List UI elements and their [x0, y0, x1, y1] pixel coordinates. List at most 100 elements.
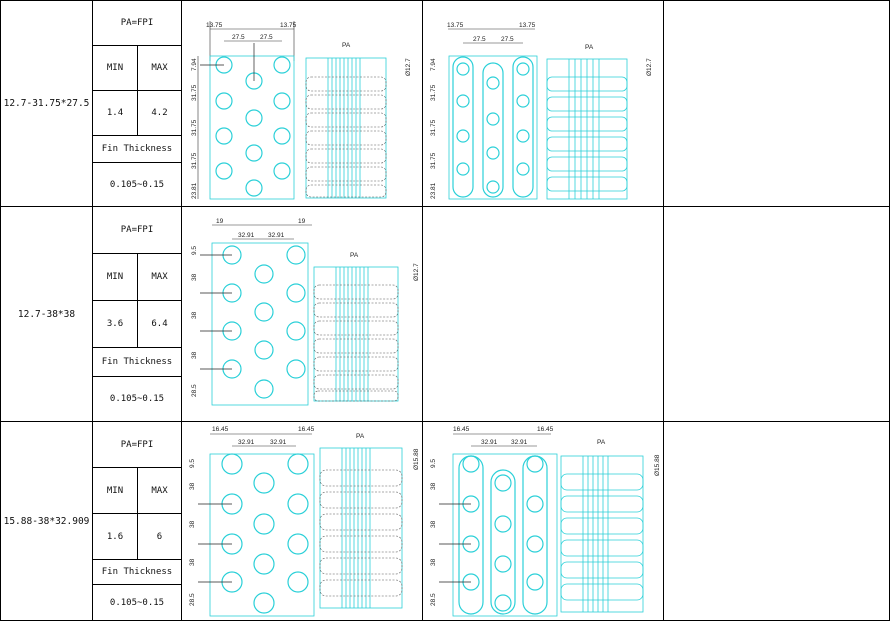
- pa-marker: PA: [356, 433, 365, 440]
- diameter-label: Ø15.88: [413, 448, 420, 470]
- dim-side-5: 28.5: [430, 593, 437, 606]
- min-value-text: 1.4: [106, 108, 124, 118]
- side-view-fins: [560, 455, 644, 613]
- dim-top-2: 32.91: [481, 439, 498, 446]
- tube-holes: [215, 56, 291, 197]
- max-value-text: 4.2: [151, 108, 168, 118]
- pa-fpi-label: PA=FPI: [92, 206, 182, 254]
- max-label-text: MAX: [151, 63, 168, 73]
- fin-thickness-value-text: 0.105~0.15: [109, 394, 165, 404]
- dim-side-5: 28.5: [189, 593, 196, 606]
- dim-top-4: 19: [298, 218, 306, 225]
- dim-top-2: 32.91: [238, 439, 255, 446]
- dim-top-4: 16.45: [537, 426, 554, 433]
- empty-cell-row-3: [663, 421, 890, 621]
- fin-drawing-collar-row-3: 16.45 32.91 32.91 16.45 9.5 38 38 38 28.…: [430, 426, 661, 617]
- dim-top-4: 16.45: [298, 426, 315, 433]
- fin-thickness-value: 0.105~0.15: [92, 584, 182, 621]
- dim-top-3: 27.5: [501, 36, 514, 43]
- side-view-fins: [313, 266, 399, 402]
- spec-cell-row-1: 12.7-31.75*27.5: [0, 0, 93, 207]
- dim-side-1: 9.5: [191, 246, 198, 255]
- dim-side-2: 31.75: [191, 84, 198, 101]
- diameter-label: Ø12.7: [405, 58, 412, 76]
- dim-top-3: 32.91: [270, 439, 287, 446]
- min-label: MIN: [92, 467, 138, 514]
- dim-side-4: 31.75: [191, 152, 198, 169]
- max-value-text: 6: [156, 531, 163, 542]
- spec-cell-row-2: 12.7-38*38: [0, 206, 93, 422]
- pa-fpi-label: PA=FPI: [92, 421, 182, 468]
- dim-side-2: 38: [430, 482, 437, 490]
- dim-side-2: 38: [189, 482, 196, 490]
- drawing-cell-row-2-flat: 19 32.91 32.91 19 9.5 38 38 38 28.5 PA: [181, 206, 423, 422]
- max-value-text: 6.4: [151, 319, 168, 329]
- dim-side-1: 9.5: [430, 459, 437, 468]
- fin-thickness-label: Fin Thickness: [92, 347, 182, 377]
- min-label: MIN: [92, 45, 138, 91]
- min-value-text: 3.6: [106, 319, 124, 329]
- dim-side-3: 38: [189, 520, 196, 528]
- diameter-label: Ø12.7: [646, 58, 653, 76]
- fin-drawing-flat-row-3: 16.45 32.91 32.91 16.45 9.5 38 38 38 28.…: [189, 426, 420, 617]
- fin-thickness-value-text: 0.105~0.15: [109, 179, 165, 190]
- empty-cell-row-2-collar: [422, 206, 664, 422]
- min-label: MIN: [92, 253, 138, 301]
- pa-marker: PA: [585, 44, 594, 51]
- max-value: 6: [137, 513, 182, 560]
- empty-cell-row-1: [663, 0, 890, 207]
- dim-side-4: 38: [191, 351, 198, 359]
- diameter-label: Ø15.88: [654, 454, 661, 476]
- dim-top-2: 27.5: [473, 36, 486, 43]
- pa-marker: PA: [342, 42, 351, 49]
- dim-top-3: 27.5: [260, 34, 273, 41]
- min-label-text: MIN: [106, 63, 124, 73]
- dim-side-5: 23.81: [430, 182, 437, 199]
- spec-text: 15.88-38*32.909: [3, 515, 90, 527]
- pa-fpi-text: PA=FPI: [120, 439, 154, 450]
- dim-top-3: 32.91: [511, 439, 528, 446]
- fin-thickness-text: Fin Thickness: [101, 357, 173, 367]
- dim-side-1: 7.94: [191, 58, 198, 71]
- dim-side-3: 31.75: [191, 119, 198, 136]
- collar-holes: [458, 455, 548, 615]
- diameter-label: Ø12.7: [413, 263, 420, 281]
- dim-top-1: 13.75: [206, 22, 223, 29]
- dim-side-5: 23.81: [191, 182, 198, 199]
- dim-top-1: 13.75: [447, 22, 464, 29]
- spec-cell-row-3: 15.88-38*32.909: [0, 421, 93, 621]
- drawing-cell-row-1-collar: 13.75 27.5 27.5 13.75 7.94 31.75 31.75 3…: [422, 0, 664, 207]
- fin-thickness-text: Fin Thickness: [101, 144, 173, 154]
- fin-thickness-value-text: 0.105~0.15: [109, 597, 165, 608]
- dim-top-4: 13.75: [519, 22, 536, 29]
- dim-side-2: 31.75: [430, 84, 437, 101]
- pa-fpi-text: PA=FPI: [120, 225, 154, 235]
- min-label-text: MIN: [106, 272, 124, 282]
- dim-top-1: 19: [216, 218, 224, 225]
- min-value-text: 1.6: [106, 531, 124, 542]
- drawing-cell-row-1-flat: 13.75 27.5 27.5 13.75 7.94 31.75 31.75 3…: [181, 0, 423, 207]
- dim-side-4: 31.75: [430, 152, 437, 169]
- min-value: 3.6: [92, 300, 138, 348]
- dim-side-2: 38: [191, 273, 198, 281]
- fin-thickness-value: 0.105~0.15: [92, 162, 182, 207]
- fin-thickness-label: Fin Thickness: [92, 559, 182, 585]
- dim-top-1: 16.45: [453, 426, 470, 433]
- max-label: MAX: [137, 45, 182, 91]
- min-label-text: MIN: [106, 485, 124, 496]
- dim-top-4: 13.75: [280, 22, 297, 29]
- fin-thickness-value: 0.105~0.15: [92, 376, 182, 422]
- max-label: MAX: [137, 467, 182, 514]
- fin-drawing-flat-row-1: 13.75 27.5 27.5 13.75 7.94 31.75 31.75 3…: [191, 21, 412, 200]
- dim-side-1: 7.94: [430, 58, 437, 71]
- tube-holes: [221, 453, 309, 614]
- dim-top-2: 27.5: [232, 34, 245, 41]
- drawing-cell-row-3-flat: 16.45 32.91 32.91 16.45 9.5 38 38 38 28.…: [181, 421, 423, 621]
- max-label-text: MAX: [151, 272, 168, 282]
- max-value: 4.2: [137, 90, 182, 136]
- pa-fpi-text: PA=FPI: [120, 18, 154, 28]
- dim-side-3: 31.75: [430, 119, 437, 136]
- min-value: 1.6: [92, 513, 138, 560]
- dim-side-4: 38: [189, 558, 196, 566]
- dim-top-2: 32.91: [238, 232, 255, 239]
